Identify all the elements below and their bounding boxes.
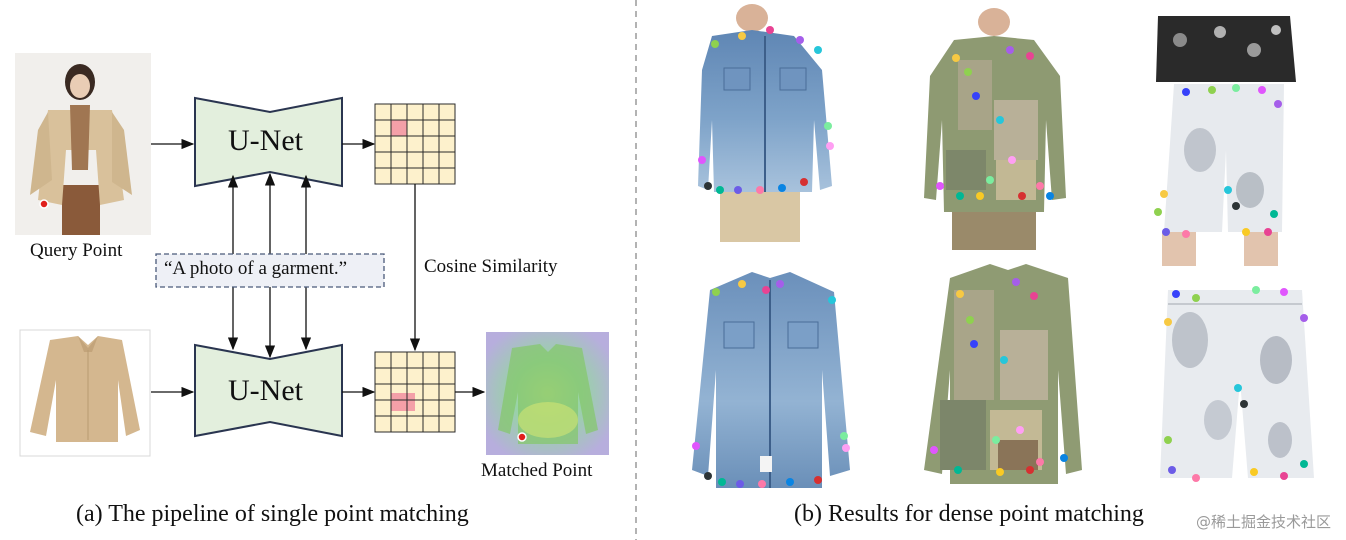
heatmap-image [486, 332, 609, 455]
matched-point-dot [518, 433, 526, 441]
unet-top-label: U-Net [228, 124, 303, 158]
watermark: @稀土掘金技术社区 [1196, 511, 1331, 532]
matched-point-label: Matched Point [481, 460, 592, 482]
result-patchwork-flat [924, 264, 1082, 484]
result-denim-flat [692, 272, 850, 488]
result-denim-worn [698, 4, 832, 242]
result-shorts-flat [1160, 290, 1314, 478]
unet-bottom-label: U-Net [228, 374, 303, 408]
prompt-arrows-bottom [233, 287, 306, 357]
prompt-text: “A photo of a garment.” [164, 258, 347, 280]
result-patchwork-worn [924, 8, 1066, 252]
cosine-similarity-label: Cosine Similarity [424, 256, 558, 278]
query-point-label: Query Point [30, 240, 122, 262]
result-shorts-worn [1150, 16, 1300, 266]
query-image [15, 53, 151, 235]
feature-grid-top [375, 104, 455, 184]
caption-right: (b) Results for dense point matching [794, 501, 1144, 528]
prompt-arrows-top [233, 174, 306, 254]
caption-left: (a) The pipeline of single point matchin… [76, 501, 469, 528]
reference-image [20, 330, 150, 456]
feature-grid-bottom [375, 352, 455, 432]
query-point-dot [40, 200, 48, 208]
